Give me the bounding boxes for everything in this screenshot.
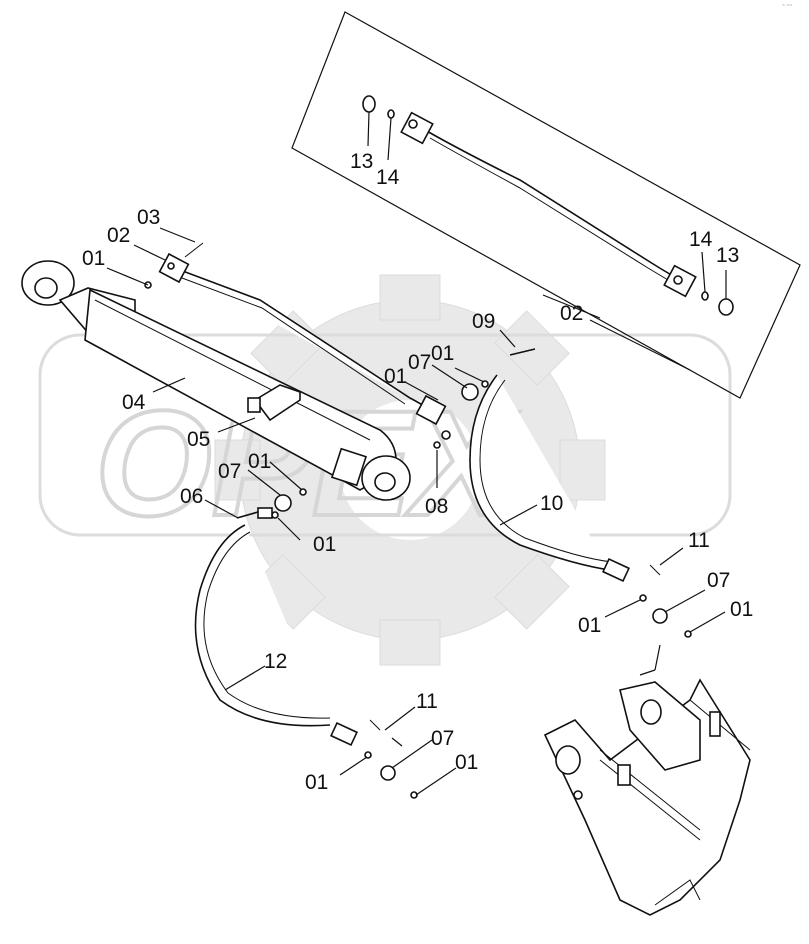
callout-01-i: 01 — [455, 751, 478, 774]
callout-01-f: 01 — [578, 614, 601, 637]
callout-01-d: 01 — [431, 342, 454, 365]
callout-10: 10 — [540, 492, 563, 515]
callout-07-c: 07 — [707, 569, 730, 592]
callout-02-a: 02 — [107, 224, 130, 247]
callout-13-b: 13 — [716, 244, 739, 267]
callout-11-b: 11 — [416, 690, 438, 713]
callout-05: 05 — [187, 428, 210, 451]
callout-12: 12 — [264, 650, 287, 673]
leader-lines — [106, 227, 726, 796]
callout-07-a: 07 — [218, 460, 241, 483]
callout-01-c: 01 — [313, 533, 336, 556]
callout-01-b: 01 — [248, 450, 271, 473]
bracket-assembly — [543, 678, 751, 916]
callouts: 01 02 03 04 05 07 01 06 01 09 01 07 01 0… — [82, 150, 753, 794]
callout-11-a: 11 — [688, 529, 710, 552]
callout-14-b: 14 — [689, 228, 713, 251]
callout-07-d: 07 — [431, 727, 454, 750]
detail-inset — [291, 11, 801, 399]
callout-04: 04 — [122, 391, 146, 414]
hose-10 — [469, 374, 692, 638]
callout-06: 06 — [180, 485, 203, 508]
callout-13-a: 13 — [350, 150, 373, 173]
cylinder-04 — [21, 260, 411, 501]
hose-12 — [194, 524, 418, 799]
callout-08: 08 — [425, 495, 448, 518]
corner-mark: ~ ~~ — [782, 3, 792, 9]
callout-02-b: 02 — [560, 302, 583, 325]
callout-01-e: 01 — [384, 365, 407, 388]
callout-03: 03 — [137, 206, 160, 229]
callout-01-a: 01 — [82, 247, 105, 270]
callout-01-h: 01 — [305, 771, 328, 794]
callout-14-a: 14 — [376, 166, 400, 189]
callout-01-g: 01 — [730, 598, 753, 621]
callout-09: 09 — [472, 310, 495, 333]
pipe-02 — [144, 242, 447, 426]
callout-07-b: 07 — [408, 351, 431, 374]
